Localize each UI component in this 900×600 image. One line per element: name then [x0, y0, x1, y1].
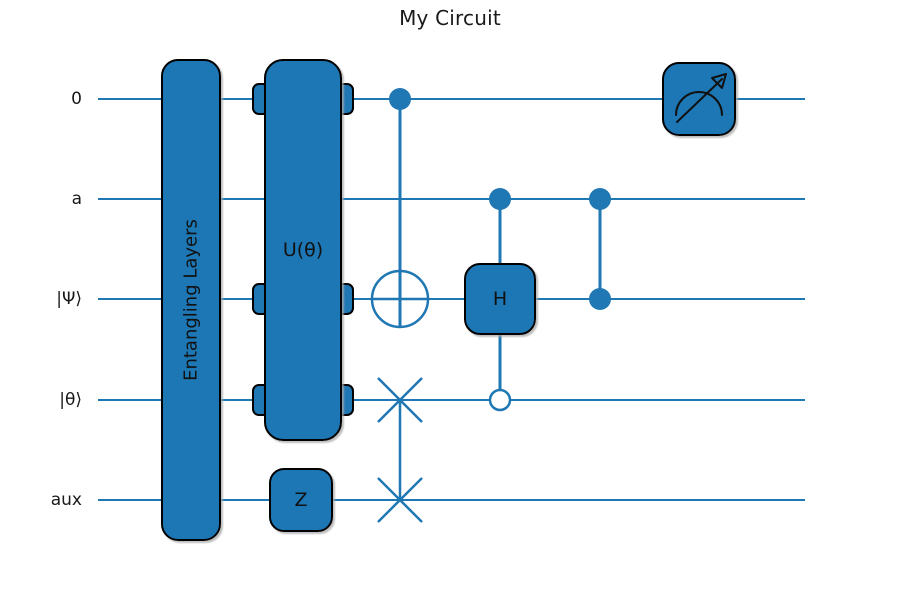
- wire-label-0: 0: [71, 89, 82, 109]
- swap-cross-aux[interactable]: [377, 477, 423, 523]
- cnot-control-dot[interactable]: [389, 88, 411, 110]
- z-gate-label: Z: [294, 489, 307, 511]
- page-title: My Circuit: [399, 6, 501, 30]
- entangling-layers-box[interactable]: [161, 59, 221, 541]
- meter-icon: [675, 73, 727, 123]
- wire-label-theta: |θ⟩: [59, 390, 82, 410]
- z-gate[interactable]: Z: [269, 468, 333, 532]
- controlled-h-anticontrol-circle[interactable]: [488, 388, 512, 412]
- cz-control-dot-psi[interactable]: [589, 288, 611, 310]
- meter-needle: [676, 78, 723, 123]
- h-gate-box[interactable]: [464, 263, 536, 335]
- meter-arc: [675, 91, 723, 116]
- z-gate-box[interactable]: [269, 468, 333, 532]
- wire-label-a: a: [71, 189, 82, 209]
- entangling-layers-gate[interactable]: Entangling Layers: [161, 59, 221, 541]
- u-theta-box[interactable]: [264, 59, 342, 441]
- u-theta-gate[interactable]: U(θ): [252, 59, 354, 441]
- cz-gate[interactable]: [589, 188, 611, 310]
- h-gate-label: H: [493, 288, 507, 310]
- wire-label-psi: |Ψ⟩: [56, 289, 82, 309]
- entangling-layers-label: Entangling Layers: [181, 219, 202, 381]
- meter-needle-arrowhead: [711, 73, 727, 89]
- measurement-gate[interactable]: [662, 62, 736, 136]
- swap-cross-theta[interactable]: [377, 377, 423, 423]
- cnot-gate[interactable]: [370, 88, 430, 329]
- controlled-h-control-dot[interactable]: [489, 188, 511, 210]
- swap-gate[interactable]: [377, 377, 423, 523]
- wire-label-aux: aux: [50, 490, 82, 510]
- u-theta-label: U(θ): [283, 239, 323, 261]
- controlled-h-gate[interactable]: H: [464, 188, 536, 412]
- cz-control-dot-a[interactable]: [589, 188, 611, 210]
